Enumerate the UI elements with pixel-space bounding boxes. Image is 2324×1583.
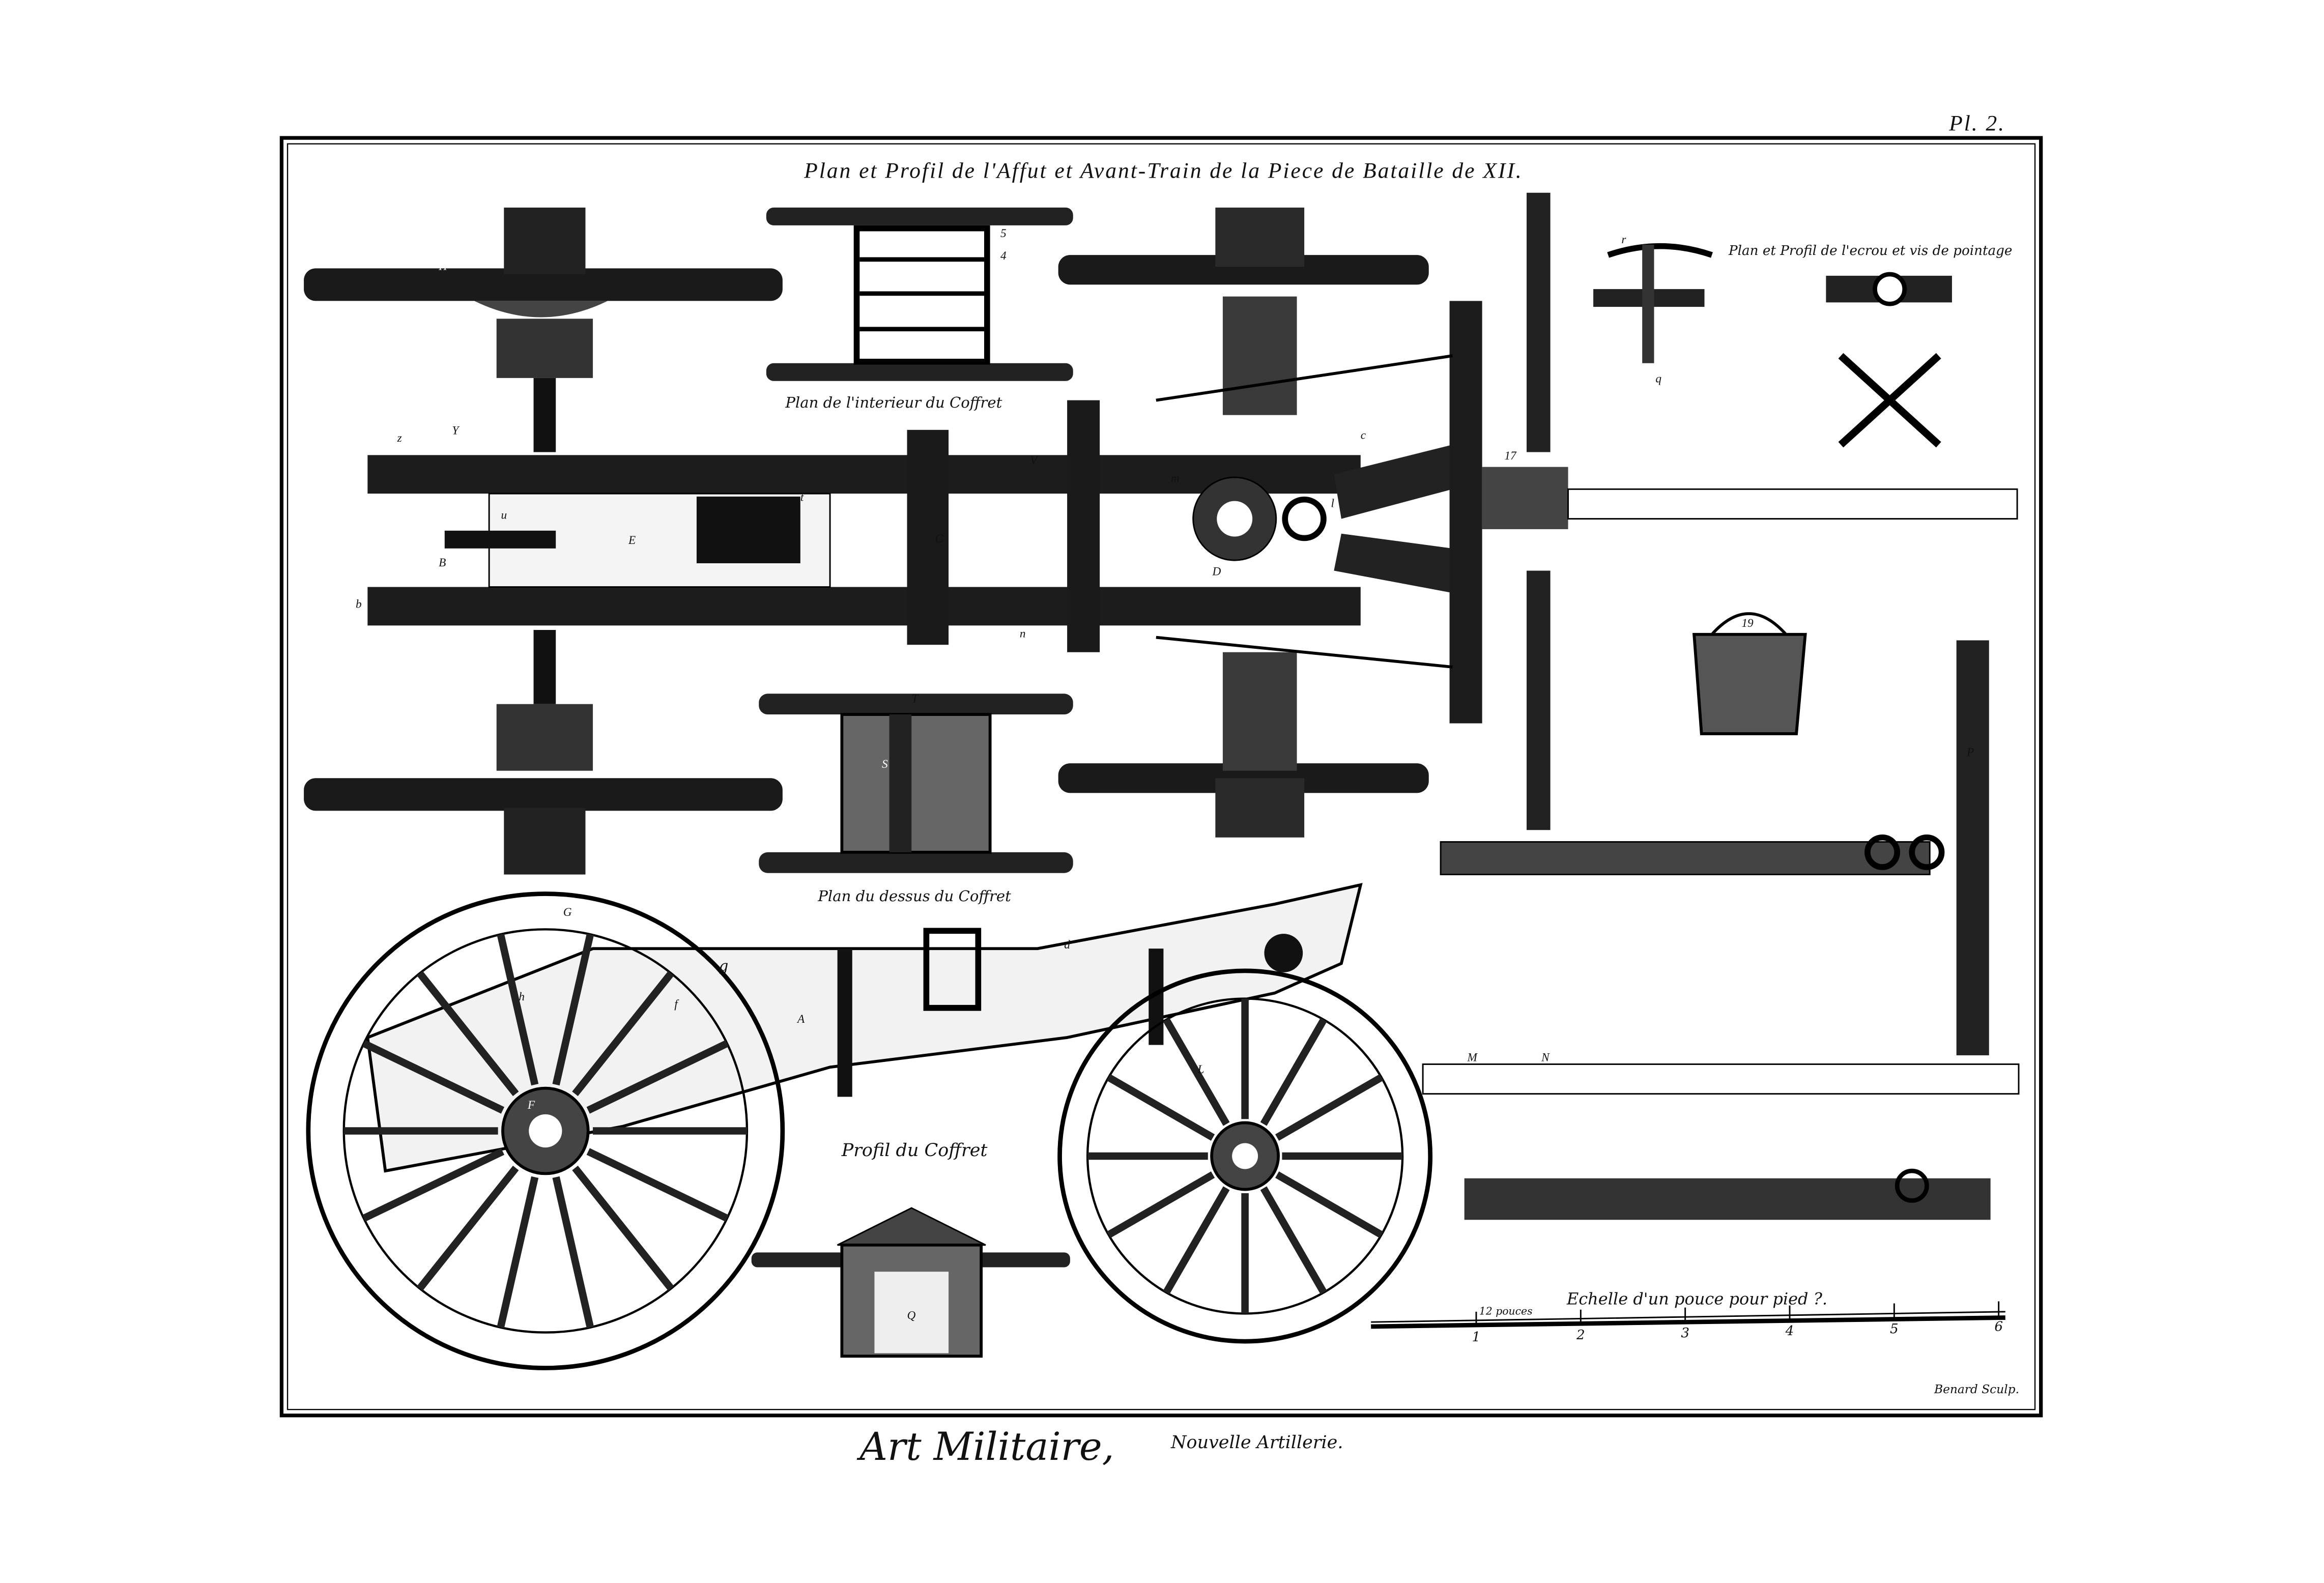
label-P: P bbox=[1966, 746, 1974, 759]
caption-ecrou: Plan et Profil de l'ecrou et vis de poin… bbox=[1728, 243, 2012, 258]
wheel-spoke bbox=[586, 1148, 729, 1222]
caption-dessus: Plan du dessus du Coffret bbox=[817, 887, 1011, 905]
wheel-spoke bbox=[1260, 1018, 1327, 1126]
wheel-plan-top-left bbox=[304, 268, 783, 301]
wheel-spoke bbox=[572, 971, 674, 1097]
label-m: m bbox=[1171, 472, 1180, 485]
label-N: N bbox=[1541, 1051, 1550, 1064]
label-D: D bbox=[1212, 565, 1221, 578]
plate-title: Plan et Profil de l'Affut et Avant-Train… bbox=[804, 159, 1523, 183]
label-r: r bbox=[1621, 233, 1626, 246]
wheel-spoke bbox=[572, 1165, 674, 1291]
limber-bar bbox=[1449, 301, 1482, 724]
scale-tick-label: 3 bbox=[1681, 1326, 1689, 1341]
label-T: T bbox=[911, 693, 919, 706]
scale-unit-label: 12 pouces bbox=[1479, 1305, 1533, 1317]
wheel-spoke bbox=[362, 1040, 505, 1114]
bucket: 19 bbox=[1692, 612, 1807, 735]
cheek-lower bbox=[367, 587, 1361, 626]
wheel-spoke bbox=[1275, 1171, 1384, 1239]
wheel-plan-top-right bbox=[1058, 255, 1429, 285]
carriage-plan bbox=[304, 192, 2018, 875]
label-B: B bbox=[439, 556, 446, 569]
label-h: h bbox=[519, 990, 525, 1003]
scale-tick-label: 6 bbox=[1994, 1319, 2003, 1335]
scale-title: Echelle d'un pouce pour pied ?. bbox=[1566, 1289, 1827, 1308]
caption-interieur: Plan de l'interieur du Coffret bbox=[785, 394, 1002, 411]
label-S: S bbox=[882, 758, 888, 771]
wheel-spoke bbox=[1106, 1074, 1215, 1141]
wheel-spoke bbox=[1260, 1186, 1327, 1294]
label-C: C bbox=[935, 532, 943, 545]
coffret-profile: Q bbox=[751, 1207, 1070, 1358]
inner-frame bbox=[286, 143, 2036, 1411]
engraver-signature: Benard Sculp. bbox=[1934, 1383, 2019, 1396]
scale-tick-label: 1 bbox=[1472, 1330, 1481, 1345]
label-f: f bbox=[674, 998, 679, 1011]
wheel-spoke bbox=[586, 1040, 729, 1114]
limber-pole-profile bbox=[1422, 640, 2020, 1220]
wheel-spoke bbox=[417, 971, 519, 1097]
label-17: 17 bbox=[1504, 449, 1517, 463]
wheel-rim bbox=[306, 891, 785, 1370]
coffret-interior-plan bbox=[766, 207, 1073, 381]
wheel-spoke bbox=[552, 1176, 594, 1329]
label-u: u bbox=[501, 509, 507, 522]
label-b: b bbox=[356, 597, 362, 611]
wheel-spoke bbox=[1275, 1074, 1384, 1141]
wheel-rim bbox=[1057, 968, 1433, 1344]
label-c: c bbox=[1361, 428, 1366, 442]
label-n: n bbox=[1020, 627, 1026, 641]
coffret-top-plan bbox=[759, 694, 1073, 873]
label-Y: Y bbox=[452, 424, 460, 438]
wheel-spoke bbox=[417, 1165, 519, 1291]
label-4: 4 bbox=[1000, 249, 1007, 263]
wheel-spoke bbox=[1106, 1171, 1215, 1239]
wheel-profile-front bbox=[1057, 968, 1433, 1344]
label-L: L bbox=[1197, 1063, 1204, 1076]
wheel-spoke bbox=[497, 933, 539, 1086]
label-Q: Q bbox=[907, 1309, 916, 1322]
plate-number: Pl. 2. bbox=[1948, 111, 2005, 135]
wheel-profile-rear bbox=[306, 891, 785, 1370]
wheel-spoke bbox=[362, 1148, 505, 1222]
label-q: q bbox=[1655, 372, 1661, 386]
label-l: l bbox=[1331, 497, 1334, 510]
label-H: H bbox=[438, 260, 448, 273]
scale-tick-label: 5 bbox=[1890, 1321, 1899, 1337]
elevating-screw bbox=[1593, 243, 1952, 448]
scale-bar: 1 2 3 4 5 6 bbox=[1371, 1301, 2005, 1345]
label-F: F bbox=[527, 1099, 535, 1112]
label-g: g bbox=[719, 957, 729, 974]
wheel-spoke bbox=[552, 933, 594, 1086]
wheel-spoke bbox=[1163, 1018, 1230, 1126]
pole-plan bbox=[1567, 488, 2018, 520]
label-E: E bbox=[628, 534, 636, 547]
label-V: V bbox=[1030, 454, 1039, 467]
label-M: M bbox=[1467, 1051, 1478, 1064]
caption-profil: Profil du Coffret bbox=[841, 1140, 988, 1161]
label-t: t bbox=[800, 491, 804, 504]
label-G: G bbox=[563, 906, 572, 919]
scale-tick-label: 2 bbox=[1576, 1328, 1585, 1343]
cheek-upper bbox=[367, 455, 1361, 494]
wheel-spoke bbox=[1163, 1186, 1230, 1294]
label-R: R bbox=[919, 301, 926, 314]
footer-sub: Nouvelle Artillerie. bbox=[1170, 1432, 1343, 1453]
label-z: z bbox=[397, 431, 402, 445]
label-19: 19 bbox=[1741, 617, 1754, 630]
wheel-spoke bbox=[497, 1176, 539, 1329]
footer-main: Art Militaire, bbox=[856, 1424, 1114, 1469]
scale-tick-label: 4 bbox=[1785, 1323, 1794, 1339]
outer-frame bbox=[279, 136, 2043, 1418]
label-5: 5 bbox=[1000, 227, 1007, 240]
label-d: d bbox=[1064, 938, 1070, 952]
wheel-plan-bottom-left bbox=[304, 778, 783, 811]
label-A: A bbox=[796, 1013, 805, 1026]
